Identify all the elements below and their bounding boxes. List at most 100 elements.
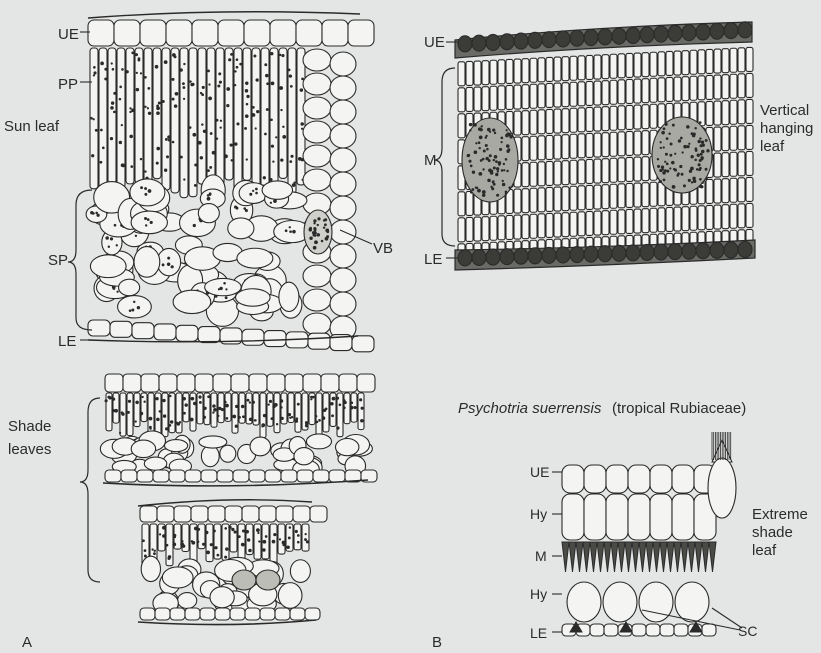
upper-epidermis-cell [213, 374, 231, 392]
panel-b-letter: B [432, 634, 442, 651]
chloroplast [171, 78, 174, 81]
chloroplast [193, 224, 196, 227]
mesophyll-cell [522, 137, 529, 161]
mesophyll-cell [498, 60, 505, 84]
chloroplast [279, 54, 282, 57]
mesophyll-cell [538, 58, 545, 82]
upper-epidermis-cell [140, 506, 157, 522]
chloroplast [339, 403, 342, 406]
upper-epidermis-cell [322, 20, 348, 46]
mesophyll-cell [458, 218, 465, 242]
chloroplast [286, 546, 290, 550]
hypodermis-cell [628, 494, 650, 540]
lower-epidermis-cell [514, 248, 528, 264]
mesophyll-cell [466, 217, 473, 241]
chloroplast [191, 83, 194, 86]
chloroplast [293, 182, 295, 184]
upper-epidermis-cell [584, 30, 598, 46]
mesophyll-cell [674, 542, 681, 572]
chloroplast [95, 129, 98, 132]
mesophyll-cell [586, 107, 593, 131]
upper-epidermis-cell [542, 32, 556, 48]
mesophyll-cell [594, 185, 601, 209]
chloroplast [166, 155, 169, 158]
mesophyll-cell [666, 77, 673, 101]
chloroplast [694, 159, 697, 162]
psych-ue-label: UE [530, 464, 549, 481]
chloroplast [469, 123, 472, 126]
chloroplast [167, 557, 170, 560]
upper-epidermis-cell [141, 374, 159, 392]
upper-epidermis-cell [668, 25, 682, 41]
chloroplast [242, 530, 245, 533]
chloroplast [113, 92, 116, 95]
upper-epidermis-cell [157, 506, 174, 522]
chloroplast [261, 425, 263, 427]
chloroplast [162, 263, 165, 266]
chloroplast [241, 543, 245, 547]
lower-epidermis-cell [275, 608, 290, 620]
mesophyll-cell [626, 53, 633, 77]
shade-brace [80, 398, 100, 582]
chloroplast [248, 549, 252, 553]
chloroplast [202, 543, 205, 546]
lower-epidermis-cell [626, 245, 640, 261]
chloroplast [313, 246, 317, 250]
upper-epidermis-cell [285, 374, 303, 392]
chloroplast [201, 123, 203, 125]
chloroplast [207, 194, 210, 197]
chloroplast [478, 127, 481, 130]
chloroplast [199, 401, 202, 404]
chloroplast [678, 139, 681, 142]
chloroplast [163, 414, 166, 417]
chloroplast [494, 132, 496, 134]
mesophyll-cell [570, 108, 577, 132]
mesophyll-cell [722, 127, 729, 151]
chloroplast [252, 106, 255, 109]
lower-epidermis-cell [233, 470, 249, 482]
chloroplast [483, 150, 486, 153]
chloroplast [121, 411, 124, 414]
chloroplast [321, 240, 324, 243]
spongy-cell [119, 279, 140, 296]
mesophyll-cell [602, 211, 609, 235]
chloroplast [135, 235, 137, 237]
chloroplast [168, 424, 171, 427]
upper-epidermis-cell [650, 465, 672, 493]
chloroplast [323, 409, 326, 412]
chloroplast [691, 181, 693, 183]
chloroplast [490, 171, 493, 174]
mesophyll-cell [658, 208, 665, 232]
chloroplast [296, 417, 298, 419]
mesophyll-cell [722, 75, 729, 99]
chloroplast [147, 87, 150, 90]
mesophyll-cell [618, 106, 625, 130]
mesophyll-cell [706, 205, 713, 229]
chloroplast [228, 58, 231, 61]
chloroplast [170, 420, 173, 423]
mesophyll-cell [738, 178, 745, 202]
chloroplast [255, 192, 258, 195]
upper-epidermis-cell [231, 374, 249, 392]
chloroplast [226, 417, 229, 420]
chloroplast [214, 546, 217, 549]
spongy-cell [134, 247, 160, 278]
chloroplast [305, 533, 307, 535]
chloroplast [272, 540, 276, 544]
lower-epidermis-cell [308, 333, 330, 349]
chloroplast [686, 125, 690, 129]
chloroplast [661, 165, 664, 168]
spongy-cell [173, 290, 211, 313]
palisade-cell [189, 48, 197, 197]
mesophyll-cell [746, 177, 753, 201]
mesophyll-cell [650, 52, 657, 76]
chloroplast [492, 129, 495, 132]
chloroplast [125, 70, 128, 73]
mesophyll-cell [583, 542, 590, 572]
mesophyll-cell [602, 185, 609, 209]
chloroplast [297, 403, 300, 406]
chloroplast [478, 172, 482, 176]
upper-epidermis-cell [88, 20, 114, 46]
chloroplast [475, 142, 477, 144]
lower-epidermis-cell [176, 325, 198, 341]
